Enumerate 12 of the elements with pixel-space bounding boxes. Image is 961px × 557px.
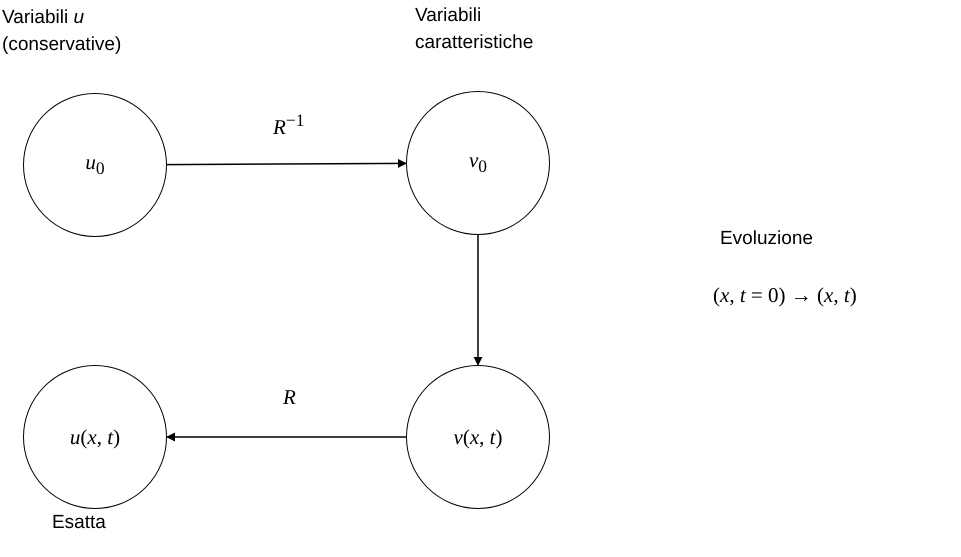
note-text: Evoluzione (720, 228, 813, 250)
node-heading: Variabili u (conservative) (2, 6, 122, 57)
math-label: u(x, t) (70, 424, 120, 450)
node-caption: Esatta (52, 512, 106, 534)
formula-text: (x, t = 0) → (x, t) (713, 283, 857, 308)
arrow (166, 432, 406, 442)
arrow (474, 235, 482, 366)
arrow (167, 158, 407, 168)
math-label: v(x, t) (454, 424, 502, 450)
math-label: v$_{0}$ (468, 148, 488, 178)
node-heading: Variabili caratteristiche (415, 4, 534, 55)
math-label: u$_{0}$ (85, 150, 105, 180)
